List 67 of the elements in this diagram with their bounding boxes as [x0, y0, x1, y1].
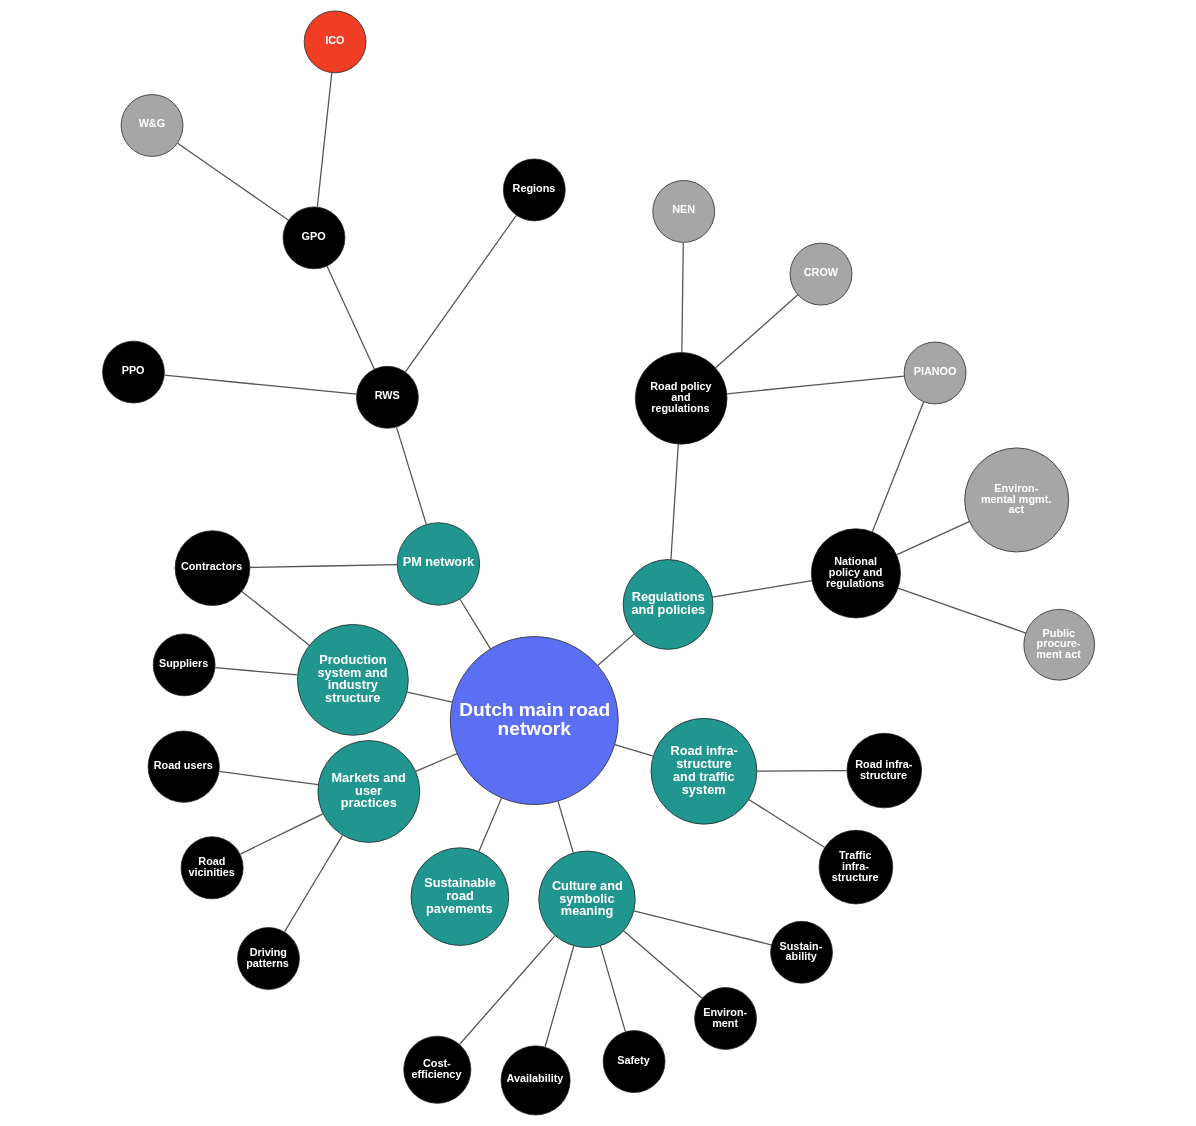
node-circle: Sustainable road pavements	[410, 847, 509, 946]
connector	[283, 834, 343, 933]
connector	[163, 374, 357, 395]
connector	[248, 564, 398, 569]
node-circle: ICO	[303, 10, 366, 74]
node-circle: Culture and symbolic meaning	[537, 850, 636, 948]
connector	[458, 598, 491, 650]
connector	[596, 633, 635, 666]
node-circle: PPO	[101, 340, 165, 404]
node-circle: Markets and user practices	[317, 740, 420, 843]
connector	[599, 945, 626, 1033]
connector	[404, 214, 517, 373]
node-circle: Road users	[147, 730, 220, 803]
connector	[477, 797, 502, 853]
node-circle: Regulations and policies	[622, 559, 713, 650]
node-circle: Road vicinities	[180, 836, 244, 900]
connector	[613, 744, 654, 757]
node-circle: PIANOO	[903, 341, 966, 405]
node-circle: Driving patterns	[236, 927, 300, 990]
connector	[395, 426, 427, 526]
node-circle: Public procure- ment act	[1022, 609, 1095, 681]
node-circle: Road infra- structure	[846, 732, 922, 809]
node-circle: Environ- mental mgmt. act	[963, 447, 1069, 553]
node-circle: Availability	[500, 1045, 571, 1116]
node-circle: Road policy and regulations	[634, 352, 727, 445]
node-circle: W&G	[120, 94, 183, 157]
node-circle: National policy and regulations	[810, 528, 901, 619]
node-circle: GPO	[282, 206, 345, 270]
connector	[622, 930, 703, 999]
node-circle: Traffic infra- structure	[818, 829, 893, 905]
node-circle: RWS	[355, 365, 419, 429]
connector	[406, 691, 453, 703]
connector	[669, 443, 679, 561]
connector	[240, 590, 310, 646]
connector	[895, 520, 970, 556]
connector	[747, 798, 825, 848]
connector	[325, 265, 375, 370]
connector	[316, 72, 332, 208]
node-circle: Regions	[502, 158, 566, 222]
connector	[632, 910, 772, 946]
connector	[543, 945, 574, 1048]
connector	[218, 770, 319, 786]
connector	[755, 770, 847, 772]
connector	[556, 800, 574, 854]
connector	[711, 580, 813, 598]
node-circle: Production system and industry structure	[296, 624, 409, 736]
connector	[458, 935, 556, 1045]
connector	[176, 142, 289, 221]
connector	[213, 666, 298, 676]
node-circle: Dutch main road network	[449, 636, 619, 805]
connector	[714, 294, 798, 369]
connector	[414, 753, 458, 773]
connector	[680, 242, 684, 354]
node-circle: Safety	[602, 1030, 665, 1093]
node-circle: Cost- efficiency	[402, 1035, 471, 1104]
connector	[896, 587, 1026, 634]
node-circle: Sustain- ability	[769, 921, 833, 984]
connector	[725, 375, 905, 395]
node-circle: Environ- ment	[693, 987, 757, 1050]
connector	[871, 401, 924, 533]
node-circle: CROW	[789, 242, 852, 306]
connector	[239, 813, 323, 855]
node-circle: Road infra- structure and traffic system	[650, 717, 757, 825]
node-circle: Contractors	[174, 530, 250, 606]
node-circle: NEN	[651, 180, 715, 243]
node-circle: Suppliers	[152, 633, 215, 697]
node-circle: PM network	[396, 522, 480, 606]
